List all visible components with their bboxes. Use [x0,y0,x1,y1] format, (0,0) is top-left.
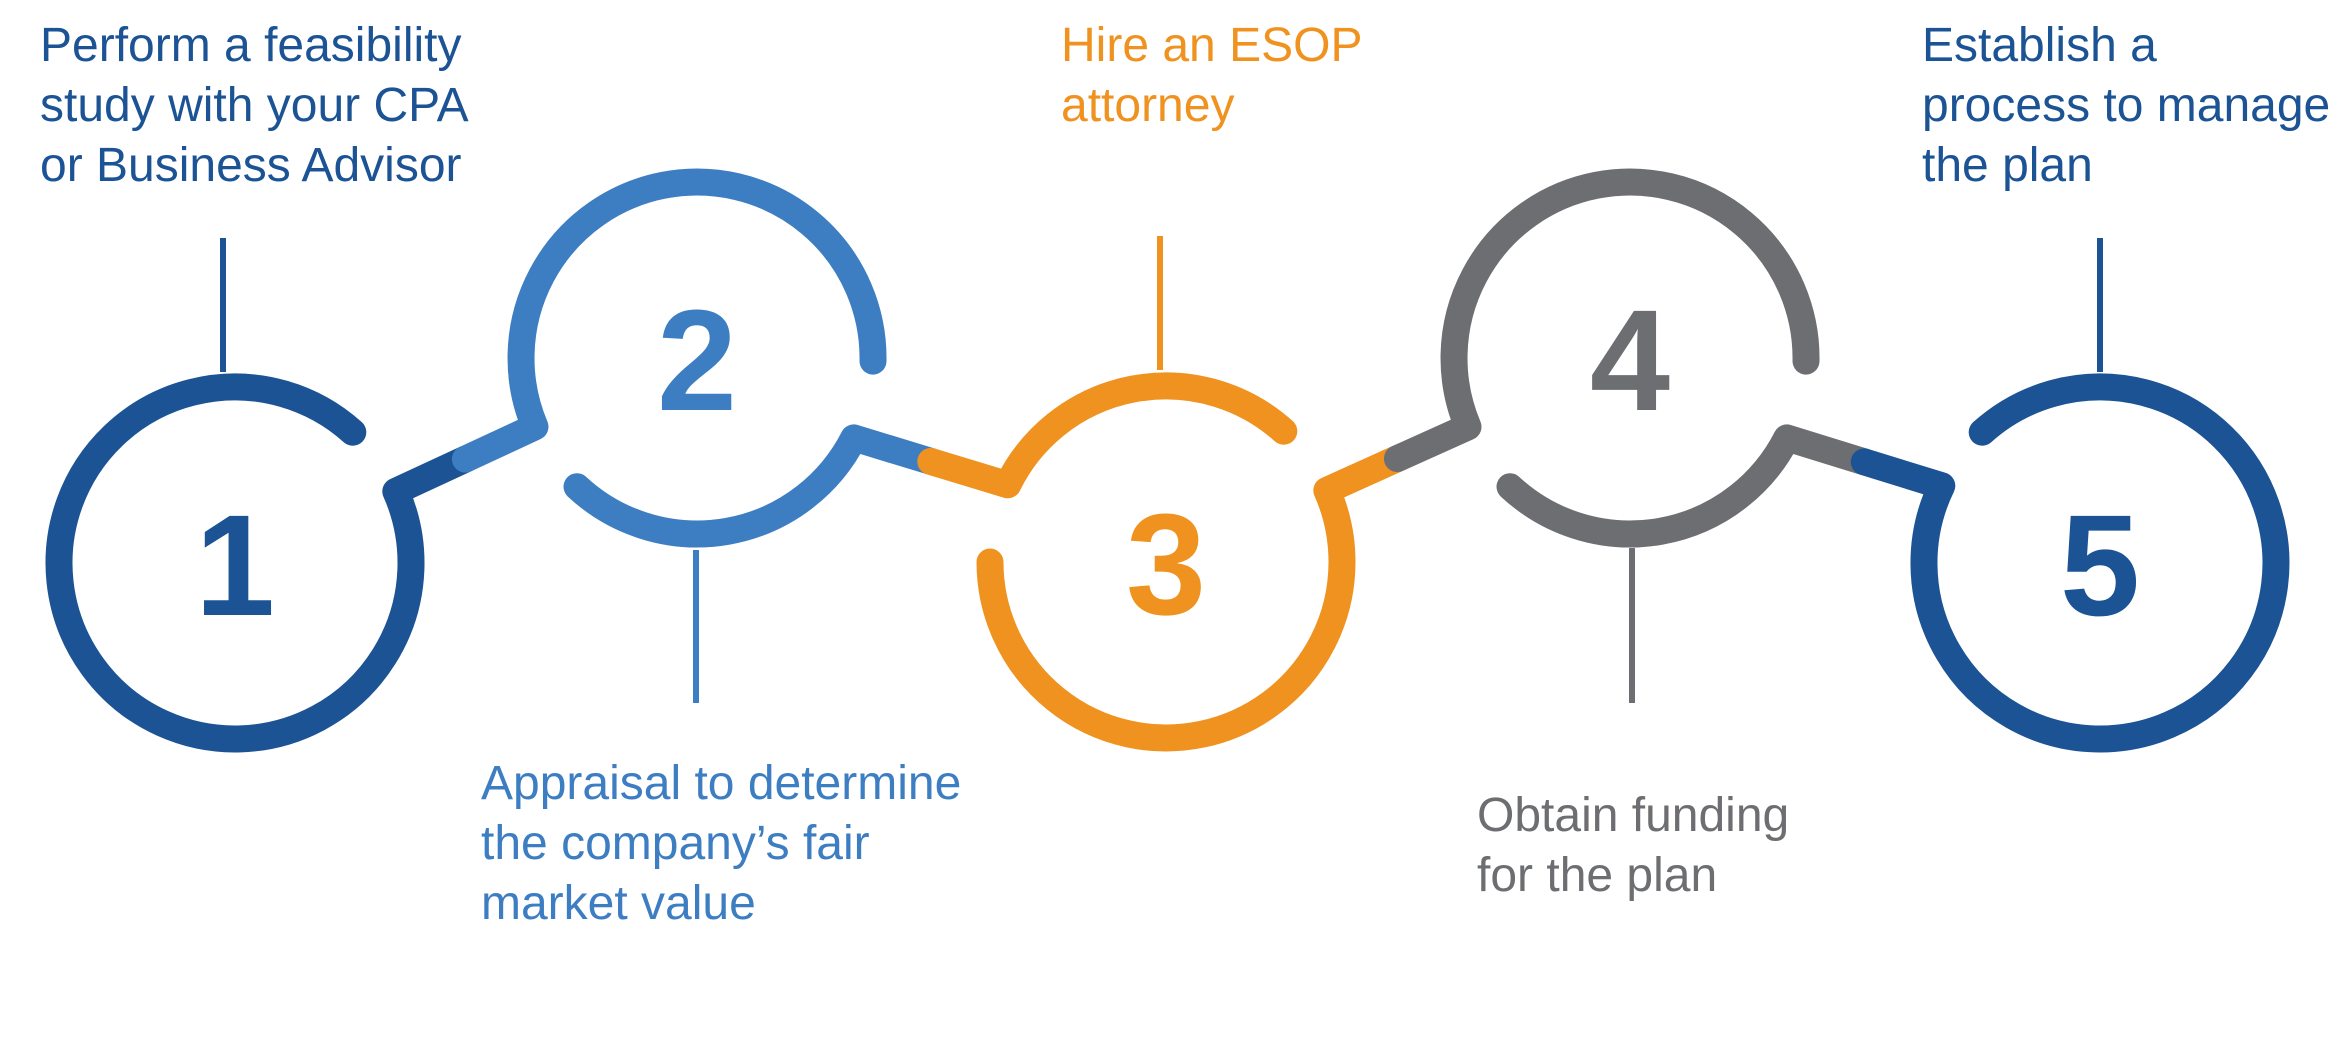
label-connector-lines [220,236,2103,703]
step-1-label: Perform a feasibility study with your CP… [40,19,469,192]
step-2-label: Appraisal to determine the company’s fai… [481,757,962,930]
step-3-label: Hire an ESOP attorney [1061,19,1363,132]
step-numbers: 1 2 3 4 5 [195,280,2140,646]
step-circles [45,168,2290,753]
step-2-number: 2 [657,280,737,441]
step-4-circle-top-arc [1383,168,1820,473]
step-4-label: Obtain funding for the plan [1477,789,1790,902]
step-5-circle [1850,373,2290,753]
step-5-label: Establish a process to manage the plan [1922,19,2331,192]
step-5-number: 5 [2060,485,2140,646]
step-4-number: 4 [1590,280,1670,441]
step-4-circle-bottom-arc [1496,424,1878,548]
step-1-number: 1 [195,485,275,646]
step-3-number: 3 [1126,484,1206,645]
step-3-circle-top-arc [917,372,1298,499]
step-3-circle-bottom-arc [976,445,1411,752]
step-2-circle-bottom-arc [563,424,945,548]
step-2-circle-top-arc [451,168,887,473]
step-1-circle [45,373,479,753]
